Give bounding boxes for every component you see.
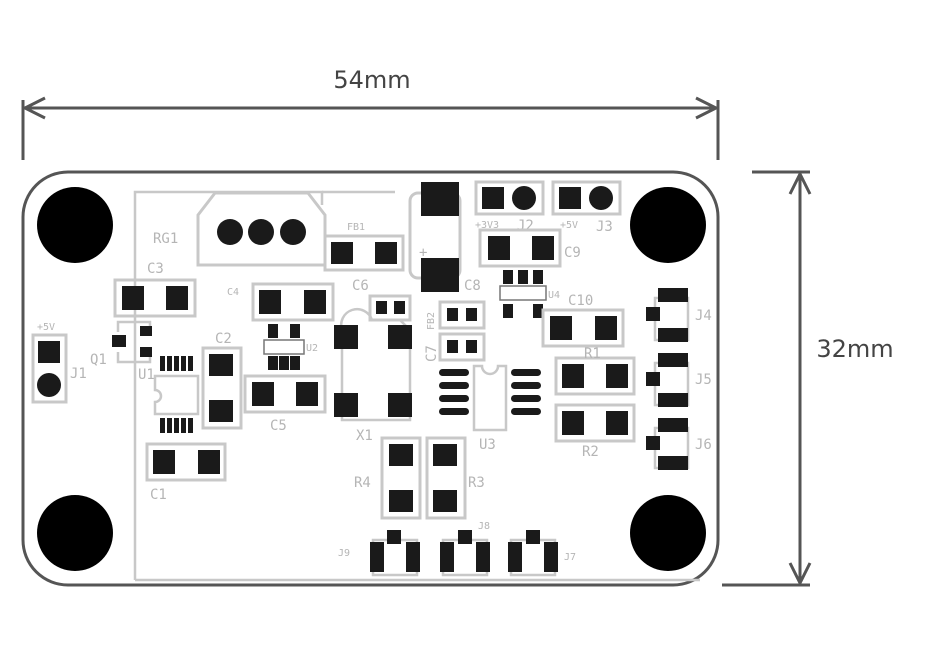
svg-text:C8: C8 <box>464 278 481 294</box>
c1: C1 <box>145 442 227 503</box>
height-label: 32mm <box>816 335 893 363</box>
u1: U1 <box>138 356 200 433</box>
r3: R3 <box>425 436 485 520</box>
svg-text:C9: C9 <box>564 245 581 261</box>
svg-text:C10: C10 <box>568 293 593 309</box>
svg-text:U1: U1 <box>138 367 155 383</box>
svg-text:R2: R2 <box>582 444 599 460</box>
fb2: FB2 <box>426 300 486 330</box>
svg-text:C2: C2 <box>215 331 232 347</box>
svg-text:U2: U2 <box>306 343 318 354</box>
svg-text:J5: J5 <box>695 372 712 388</box>
rg1-regulator: RG1 <box>153 191 327 267</box>
u2: U2 <box>263 324 318 370</box>
svg-text:U4: U4 <box>548 290 560 301</box>
c3: C3 <box>113 261 197 318</box>
j8: J8 <box>440 521 490 577</box>
j7: J7 <box>508 530 576 577</box>
svg-text:RG1: RG1 <box>153 231 178 247</box>
j4: J4 <box>646 288 712 342</box>
height-dimension: 32mm <box>722 170 894 587</box>
svg-text:J8: J8 <box>478 521 490 532</box>
c4: C4 <box>227 282 335 322</box>
c7: C7 <box>424 332 486 362</box>
c6: C6 <box>352 278 412 322</box>
svg-text:J1: J1 <box>70 366 87 382</box>
svg-text:Q1: Q1 <box>90 352 107 368</box>
svg-text:FB1: FB1 <box>347 222 365 233</box>
fb1: FB1 <box>323 222 405 272</box>
c9: C9 <box>478 228 581 268</box>
r4: R4 <box>354 436 422 520</box>
c5: C5 <box>243 374 327 434</box>
svg-text:J9: J9 <box>338 548 350 559</box>
x1-crystal: X1 <box>334 307 412 444</box>
j3-header: +5V J3 <box>551 180 622 235</box>
svg-text:J2: J2 <box>517 218 534 234</box>
svg-text:J7: J7 <box>564 552 576 563</box>
c10: C10 <box>541 293 625 348</box>
svg-text:J3: J3 <box>596 219 613 235</box>
svg-text:C3: C3 <box>147 261 164 277</box>
svg-text:+5V: +5V <box>560 220 578 231</box>
board-outline <box>21 170 720 587</box>
svg-text:+5V: +5V <box>37 322 55 333</box>
svg-text:C4: C4 <box>227 287 239 298</box>
width-dimension: 54mm <box>21 66 720 160</box>
q1: Q1 <box>90 320 152 368</box>
svg-text:J6: J6 <box>695 437 712 453</box>
c2: C2 <box>201 331 243 430</box>
tantalum-cap: + <box>408 182 462 292</box>
svg-text:R4: R4 <box>354 475 371 491</box>
svg-text:X1: X1 <box>356 428 373 444</box>
width-label: 54mm <box>333 66 410 94</box>
j1-header: +5V J1 <box>31 322 87 404</box>
j5: J5 <box>646 353 712 407</box>
r2: R2 <box>554 403 636 460</box>
svg-text:C6: C6 <box>352 278 369 294</box>
svg-text:R1: R1 <box>584 346 601 362</box>
svg-text:C7: C7 <box>424 345 440 362</box>
silk-frame <box>133 190 324 580</box>
mounting-holes <box>37 187 706 571</box>
j2-header: +3V3 J2 <box>474 180 545 234</box>
svg-text:+3V3: +3V3 <box>475 220 499 231</box>
r1: R1 <box>554 346 636 396</box>
u4: C8 U4 <box>464 270 560 318</box>
j9: J9 <box>338 530 420 577</box>
svg-text:C5: C5 <box>270 418 287 434</box>
svg-text:U3: U3 <box>479 437 496 453</box>
svg-text:J4: J4 <box>695 308 712 324</box>
svg-text:C1: C1 <box>150 487 167 503</box>
svg-text:+: + <box>419 245 427 261</box>
u3: U3 <box>439 364 541 453</box>
j6: J6 <box>646 418 712 470</box>
svg-text:FB2: FB2 <box>426 312 437 330</box>
svg-text:R3: R3 <box>468 475 485 491</box>
